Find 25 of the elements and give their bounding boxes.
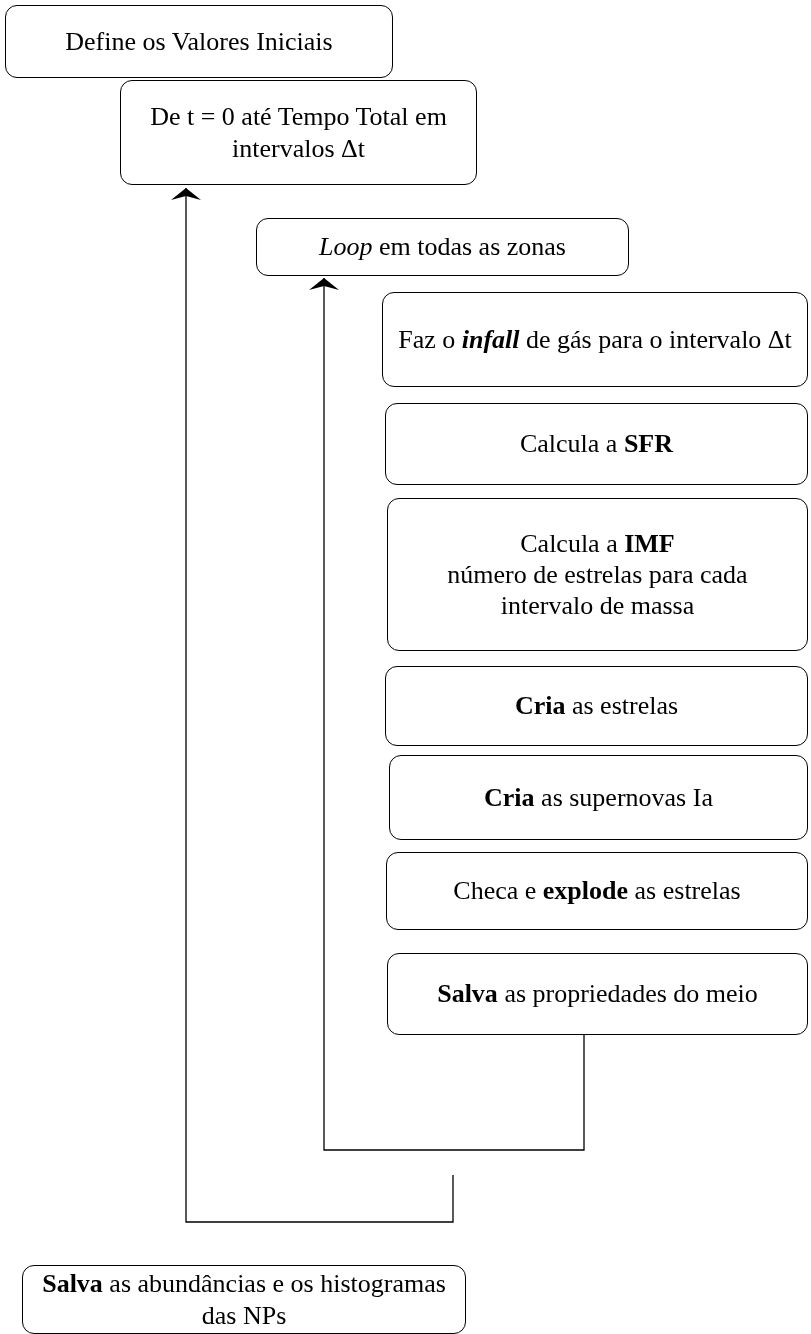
process-box <box>22 1265 466 1334</box>
process-box <box>387 498 808 651</box>
box-text: Loop em todas as zonas <box>319 231 566 263</box>
loop-arrow <box>309 277 585 1151</box>
process-box <box>389 755 808 840</box>
box-text: De t = 0 até Tempo Total em intervalos Δt <box>149 101 448 164</box>
process-box <box>120 80 477 185</box>
process-box <box>5 5 393 78</box>
process-box <box>382 292 808 387</box>
box-text: Salva as propriedades do meio <box>437 978 758 1010</box>
loop-arrow <box>171 187 454 1223</box>
box-text: Calcula a IMF <box>520 527 675 559</box>
box-text: Cria as estrelas <box>514 690 679 722</box>
process-box <box>386 852 808 930</box>
box-text: Define os Valores Iniciais <box>65 25 333 58</box>
process-box <box>385 666 808 746</box>
box-text: Salva as abundâncias e os histogramas das NPs <box>41 1268 447 1331</box>
box-text: número de estrelas para cada intervalo de massa <box>446 558 749 622</box>
box-text: Checa e explode as estrelas <box>453 875 741 907</box>
process-box <box>256 218 629 276</box>
box-text: Calcula a SFR <box>519 428 674 460</box>
box-text: Faz o infall de gás para o intervalo Δt <box>398 323 792 356</box>
box-text: Cria as supernovas Ia <box>484 781 713 814</box>
process-box <box>387 953 808 1035</box>
process-box <box>385 403 808 485</box>
